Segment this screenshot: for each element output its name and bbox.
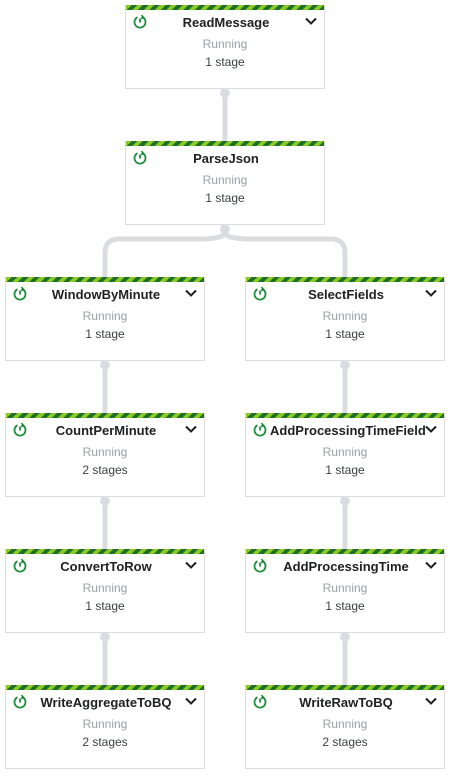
step-status: Running xyxy=(82,309,128,323)
step-node-add-processing-time-field[interactable]: AddProcessingTimeField Running 1 stage xyxy=(245,413,445,497)
running-stripe xyxy=(6,277,204,282)
step-title: WriteAggregateToBQ xyxy=(40,695,172,710)
refresh-status-icon xyxy=(13,422,27,437)
running-stripe xyxy=(6,685,204,690)
step-node-read-message[interactable]: ReadMessage Running 1 stage xyxy=(125,5,325,89)
edge-parse-json-to-select-fields xyxy=(222,224,348,277)
step-node-window-by-minute[interactable]: WindowByMinute Running 1 stage xyxy=(5,277,205,361)
step-node-select-fields[interactable]: SelectFields Running 1 stage xyxy=(245,277,445,361)
step-title: ConvertToRow xyxy=(60,559,152,574)
step-stage-count: 1 stage xyxy=(85,599,125,613)
edge-junction-dot xyxy=(340,360,350,370)
running-stripe xyxy=(246,549,444,554)
step-status: Running xyxy=(202,37,248,51)
refresh-status-icon xyxy=(133,14,147,29)
chevron-down-icon[interactable] xyxy=(305,17,317,25)
step-stage-count: 1 stage xyxy=(85,327,125,341)
step-status: Running xyxy=(202,173,248,187)
step-stage-count: 2 stages xyxy=(322,735,368,749)
step-node-convert-to-row[interactable]: ConvertToRow Running 1 stage xyxy=(5,549,205,633)
step-stage-count: 1 stage xyxy=(325,599,365,613)
refresh-status-icon xyxy=(253,422,267,437)
step-node-write-aggregate-to-bq[interactable]: WriteAggregateToBQ Running 2 stages xyxy=(5,685,205,769)
running-stripe xyxy=(246,413,444,418)
edge-junction-dot xyxy=(340,632,350,642)
step-status: Running xyxy=(82,445,128,459)
refresh-status-icon xyxy=(13,694,27,709)
step-stage-count: 1 stage xyxy=(325,327,365,341)
step-node-write-raw-to-bq[interactable]: WriteRawToBQ Running 2 stages xyxy=(245,685,445,769)
running-stripe xyxy=(6,413,204,418)
step-stage-count: 1 stage xyxy=(205,191,245,205)
running-stripe xyxy=(126,141,324,146)
edge-junction-dot xyxy=(100,496,110,506)
step-title: ParseJson xyxy=(193,151,259,166)
refresh-status-icon xyxy=(253,286,267,301)
refresh-status-icon xyxy=(253,558,267,573)
step-stage-count: 1 stage xyxy=(325,463,365,477)
refresh-status-icon xyxy=(13,286,27,301)
edge-junction-dot xyxy=(220,88,230,98)
running-stripe xyxy=(6,549,204,554)
step-status: Running xyxy=(82,581,128,595)
step-title: AddProcessingTimeField xyxy=(270,423,426,438)
step-title: WindowByMinute xyxy=(51,287,161,302)
chevron-down-icon[interactable] xyxy=(185,425,197,433)
chevron-down-icon[interactable] xyxy=(425,561,437,569)
step-status: Running xyxy=(322,717,368,731)
step-status: Running xyxy=(322,581,368,595)
step-title: AddProcessingTime xyxy=(283,559,409,574)
step-node-parse-json[interactable]: ParseJson Running 1 stage xyxy=(125,141,325,225)
running-stripe xyxy=(246,685,444,690)
step-node-count-per-minute[interactable]: CountPerMinute Running 2 stages xyxy=(5,413,205,497)
edge-junction-dot xyxy=(100,632,110,642)
running-stripe xyxy=(246,277,444,282)
step-status: Running xyxy=(322,309,368,323)
step-title: SelectFields xyxy=(308,287,384,302)
step-title: WriteRawToBQ xyxy=(299,695,393,710)
step-stage-count: 1 stage xyxy=(205,55,245,69)
refresh-status-icon xyxy=(133,150,147,165)
step-title: CountPerMinute xyxy=(55,423,157,438)
edge-junction-dot xyxy=(100,360,110,370)
chevron-down-icon[interactable] xyxy=(425,697,437,705)
chevron-down-icon[interactable] xyxy=(185,561,197,569)
chevron-down-icon[interactable] xyxy=(425,425,437,433)
refresh-status-icon xyxy=(13,558,27,573)
edge-junction-dot xyxy=(220,224,230,234)
step-status: Running xyxy=(82,717,128,731)
refresh-status-icon xyxy=(253,694,267,709)
step-stage-count: 2 stages xyxy=(82,735,128,749)
chevron-down-icon[interactable] xyxy=(425,289,437,297)
step-title: ReadMessage xyxy=(182,15,270,30)
chevron-down-icon[interactable] xyxy=(185,697,197,705)
running-stripe xyxy=(126,5,324,10)
step-status: Running xyxy=(322,445,368,459)
edge-junction-dot xyxy=(340,496,350,506)
chevron-down-icon[interactable] xyxy=(185,289,197,297)
step-stage-count: 2 stages xyxy=(82,463,128,477)
edge-parse-json-to-window-by-minute xyxy=(102,224,228,277)
step-node-add-processing-time[interactable]: AddProcessingTime Running 1 stage xyxy=(245,549,445,633)
